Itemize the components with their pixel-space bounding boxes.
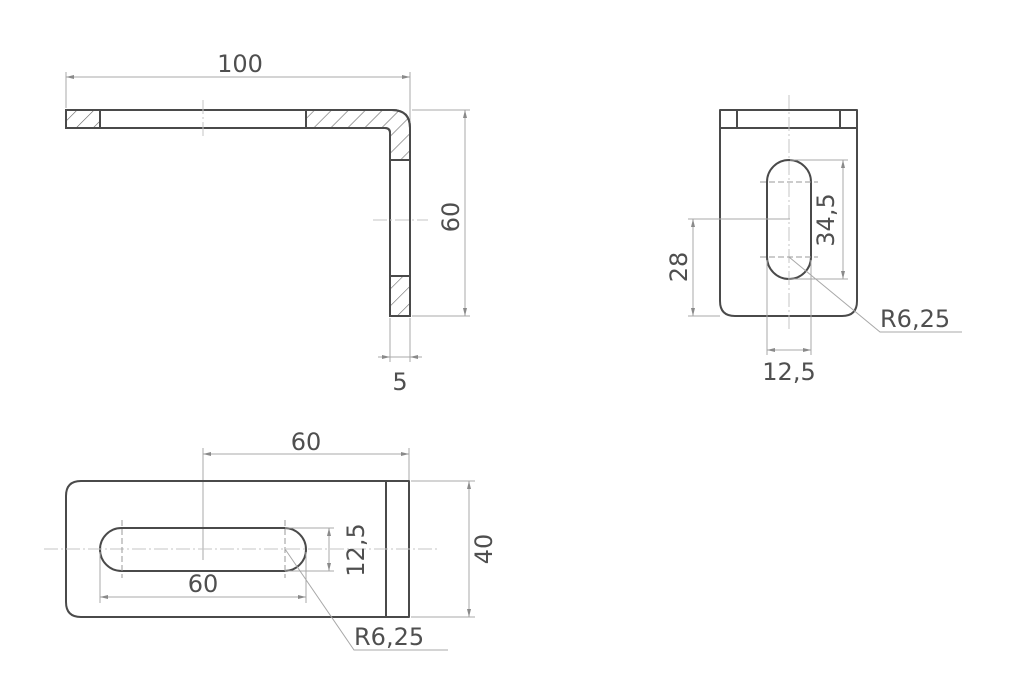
hatched-section-bottom xyxy=(389,275,411,317)
hatched-section-left xyxy=(65,109,101,129)
dim-label-slot-width: 12,5 xyxy=(762,358,815,386)
dim-label-slot-length: 34,5 xyxy=(812,193,840,246)
dim-label-slot-offset: 60 xyxy=(291,428,322,456)
top-view: 60 60 12,5 40 R6,25 xyxy=(44,428,498,651)
dim-label-slot-center-height: 28 xyxy=(665,252,693,283)
dim-label-slot-radius-end: R6,25 xyxy=(880,305,950,333)
side-view: 100 60 5 xyxy=(65,50,470,396)
dim-label-overall-length: 100 xyxy=(217,50,263,78)
leg-vertical xyxy=(389,159,411,277)
dim-label-slot-length-top: 60 xyxy=(188,570,219,598)
radius-leader-end-view xyxy=(788,256,962,333)
hatched-section-bend xyxy=(305,109,411,161)
end-view: 34,5 28 12,5 R6,25 xyxy=(665,95,962,386)
dim-label-overall-width: 40 xyxy=(470,534,498,565)
dim-label-leg-height: 60 xyxy=(437,202,465,233)
radius-leader-top-view xyxy=(284,548,448,651)
top-view-outline xyxy=(65,480,410,618)
dim-label-slot-width-top: 12,5 xyxy=(342,523,370,576)
end-view-outline xyxy=(719,109,858,317)
dim-label-thickness: 5 xyxy=(392,368,407,396)
dim-label-slot-radius-top: R6,25 xyxy=(354,623,424,651)
